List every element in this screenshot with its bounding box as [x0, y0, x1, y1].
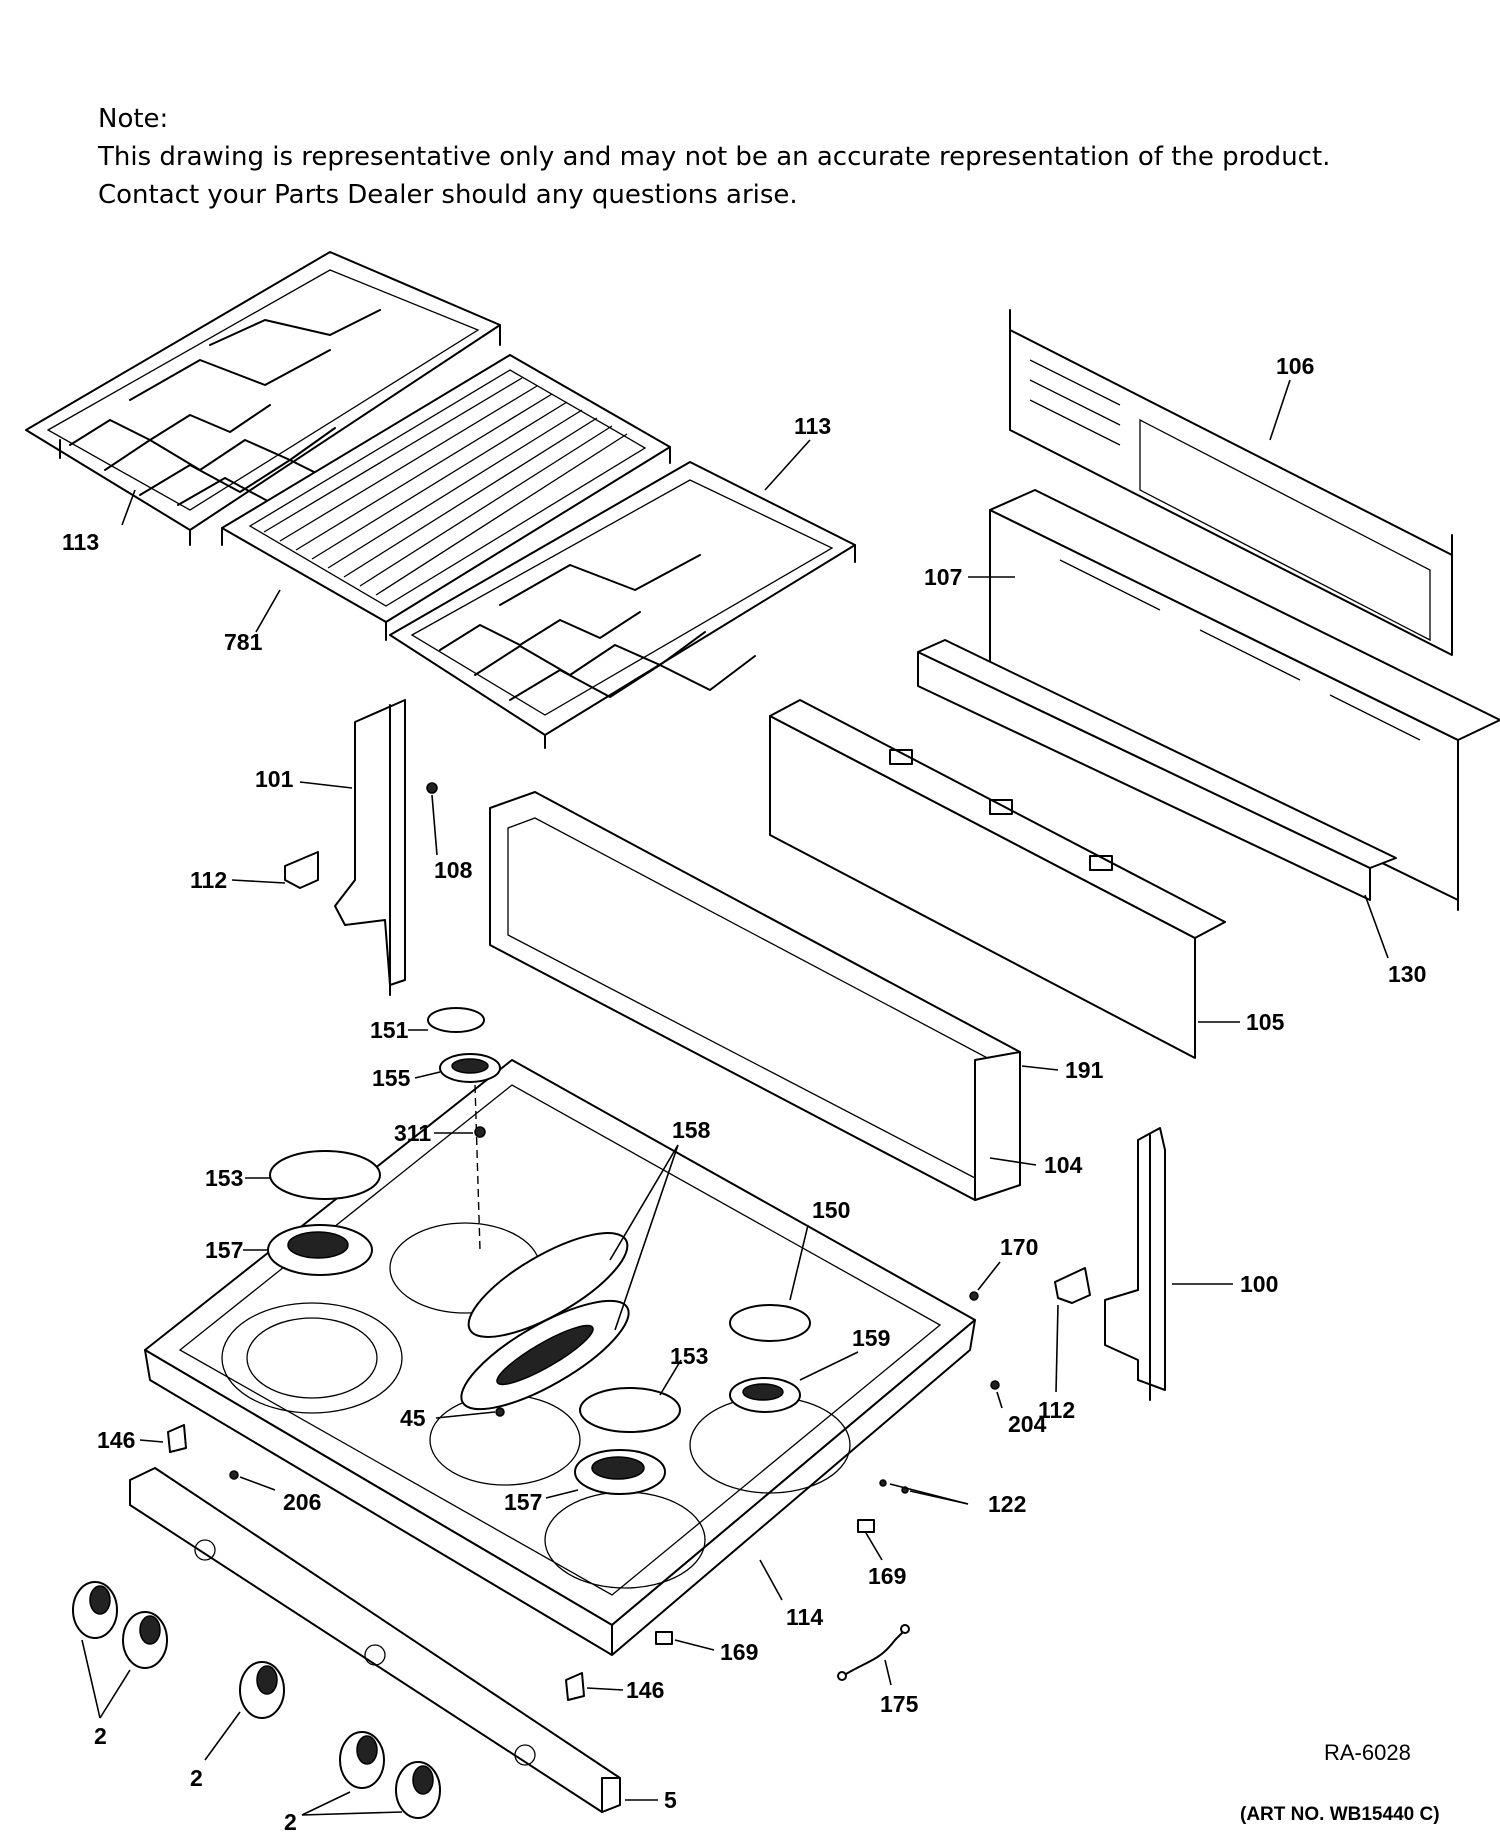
- clip-146-right: [565, 1672, 585, 1701]
- label-112-right: 112: [1038, 1397, 1075, 1423]
- label-146-right: 146: [626, 1677, 664, 1703]
- label-311: 311: [394, 1120, 431, 1146]
- label-191: 191: [1065, 1057, 1104, 1083]
- note-line-1: This drawing is representative only and …: [98, 142, 1331, 172]
- label-5: 5: [664, 1787, 677, 1813]
- burner-cap-150: [729, 1304, 811, 1342]
- burner-cap-153-center: [579, 1387, 681, 1433]
- right-bracket: [1054, 1267, 1091, 1304]
- burner-wells: [221, 1222, 851, 1589]
- label-122: 122: [988, 1491, 1026, 1517]
- oval-burner-158: [460, 1299, 630, 1411]
- burner-head-155: [439, 1053, 501, 1083]
- label-170: 170: [1000, 1234, 1038, 1260]
- small-hardware: [229, 1126, 1000, 1645]
- burner-cap-153-left: [269, 1150, 381, 1200]
- rear-backguard-panel: [1009, 309, 1453, 656]
- label-108: 108: [434, 857, 473, 883]
- label-114: 114: [786, 1604, 823, 1630]
- label-150: 150: [812, 1197, 850, 1223]
- disclaimer-note: Note: This drawing is representative onl…: [98, 100, 1438, 214]
- burner-box-bracket: [917, 639, 1397, 901]
- right-burner-grate: [389, 461, 856, 749]
- label-169-right: 169: [868, 1563, 906, 1589]
- label-206: 206: [283, 1489, 321, 1515]
- label-2-left: 2: [94, 1723, 107, 1749]
- label-153-left: 153: [205, 1165, 243, 1191]
- label-2-middle: 2: [190, 1765, 203, 1791]
- igniter-wire: [837, 1624, 910, 1681]
- note-heading: Note:: [98, 104, 169, 134]
- label-158: 158: [672, 1117, 711, 1143]
- label-113-top: 113: [794, 413, 831, 439]
- part-labels: 106 113 113 107 781 101 108 112 130 105 …: [62, 353, 1426, 1835]
- diagram-code: RA-6028: [1324, 1740, 1411, 1765]
- burner-head-157-left: [267, 1224, 373, 1276]
- right-side-trim: [1104, 1127, 1166, 1401]
- burner-head-159: [729, 1377, 801, 1413]
- label-155: 155: [372, 1065, 411, 1091]
- burner-cap-151: [427, 1007, 485, 1033]
- label-45: 45: [400, 1405, 426, 1431]
- knob-5: [395, 1761, 441, 1819]
- rear-vent-panel: [989, 489, 1500, 911]
- leader-lines: [81, 379, 1389, 1816]
- left-bracket: [284, 851, 319, 889]
- note-line-2: Contact your Parts Dealer should any que…: [98, 180, 798, 210]
- label-104: 104: [1044, 1152, 1083, 1178]
- label-112-left: 112: [190, 867, 227, 893]
- label-113-left: 113: [62, 529, 99, 555]
- label-130: 130: [1388, 961, 1426, 987]
- label-100: 100: [1240, 1271, 1278, 1297]
- front-control-panel: [129, 1467, 621, 1813]
- left-side-trim: [334, 699, 406, 996]
- knob-2: [122, 1611, 168, 1669]
- griddle-ridges: [263, 377, 628, 596]
- grate-cover-158: [467, 1232, 629, 1338]
- knob-3: [239, 1661, 285, 1719]
- label-105: 105: [1246, 1009, 1285, 1035]
- label-106: 106: [1276, 353, 1314, 379]
- art-number: (ART NO. WB15440 C): [1240, 1804, 1440, 1825]
- label-175: 175: [880, 1691, 919, 1717]
- label-151: 151: [370, 1017, 409, 1043]
- griddle: [221, 354, 671, 641]
- label-157-front: 157: [504, 1489, 542, 1515]
- label-146-left: 146: [97, 1427, 135, 1453]
- label-107: 107: [924, 564, 962, 590]
- left-screw: [426, 782, 438, 794]
- label-781: 781: [224, 629, 263, 655]
- backguard-trim: [489, 791, 1021, 1201]
- knob-4: [339, 1731, 385, 1789]
- label-2-bottom: 2: [284, 1809, 297, 1835]
- label-204: 204: [1008, 1411, 1047, 1437]
- label-153-center: 153: [670, 1343, 708, 1369]
- label-169-bottom: 169: [720, 1639, 758, 1665]
- clip-146-left: [167, 1424, 187, 1453]
- burner-head-157-front: [574, 1449, 666, 1495]
- label-157-left: 157: [205, 1237, 243, 1263]
- knob-1: [72, 1581, 118, 1639]
- label-101: 101: [255, 766, 294, 792]
- control-manifold-panel: [769, 699, 1226, 1059]
- label-159: 159: [852, 1325, 890, 1351]
- left-burner-grate: [25, 251, 501, 546]
